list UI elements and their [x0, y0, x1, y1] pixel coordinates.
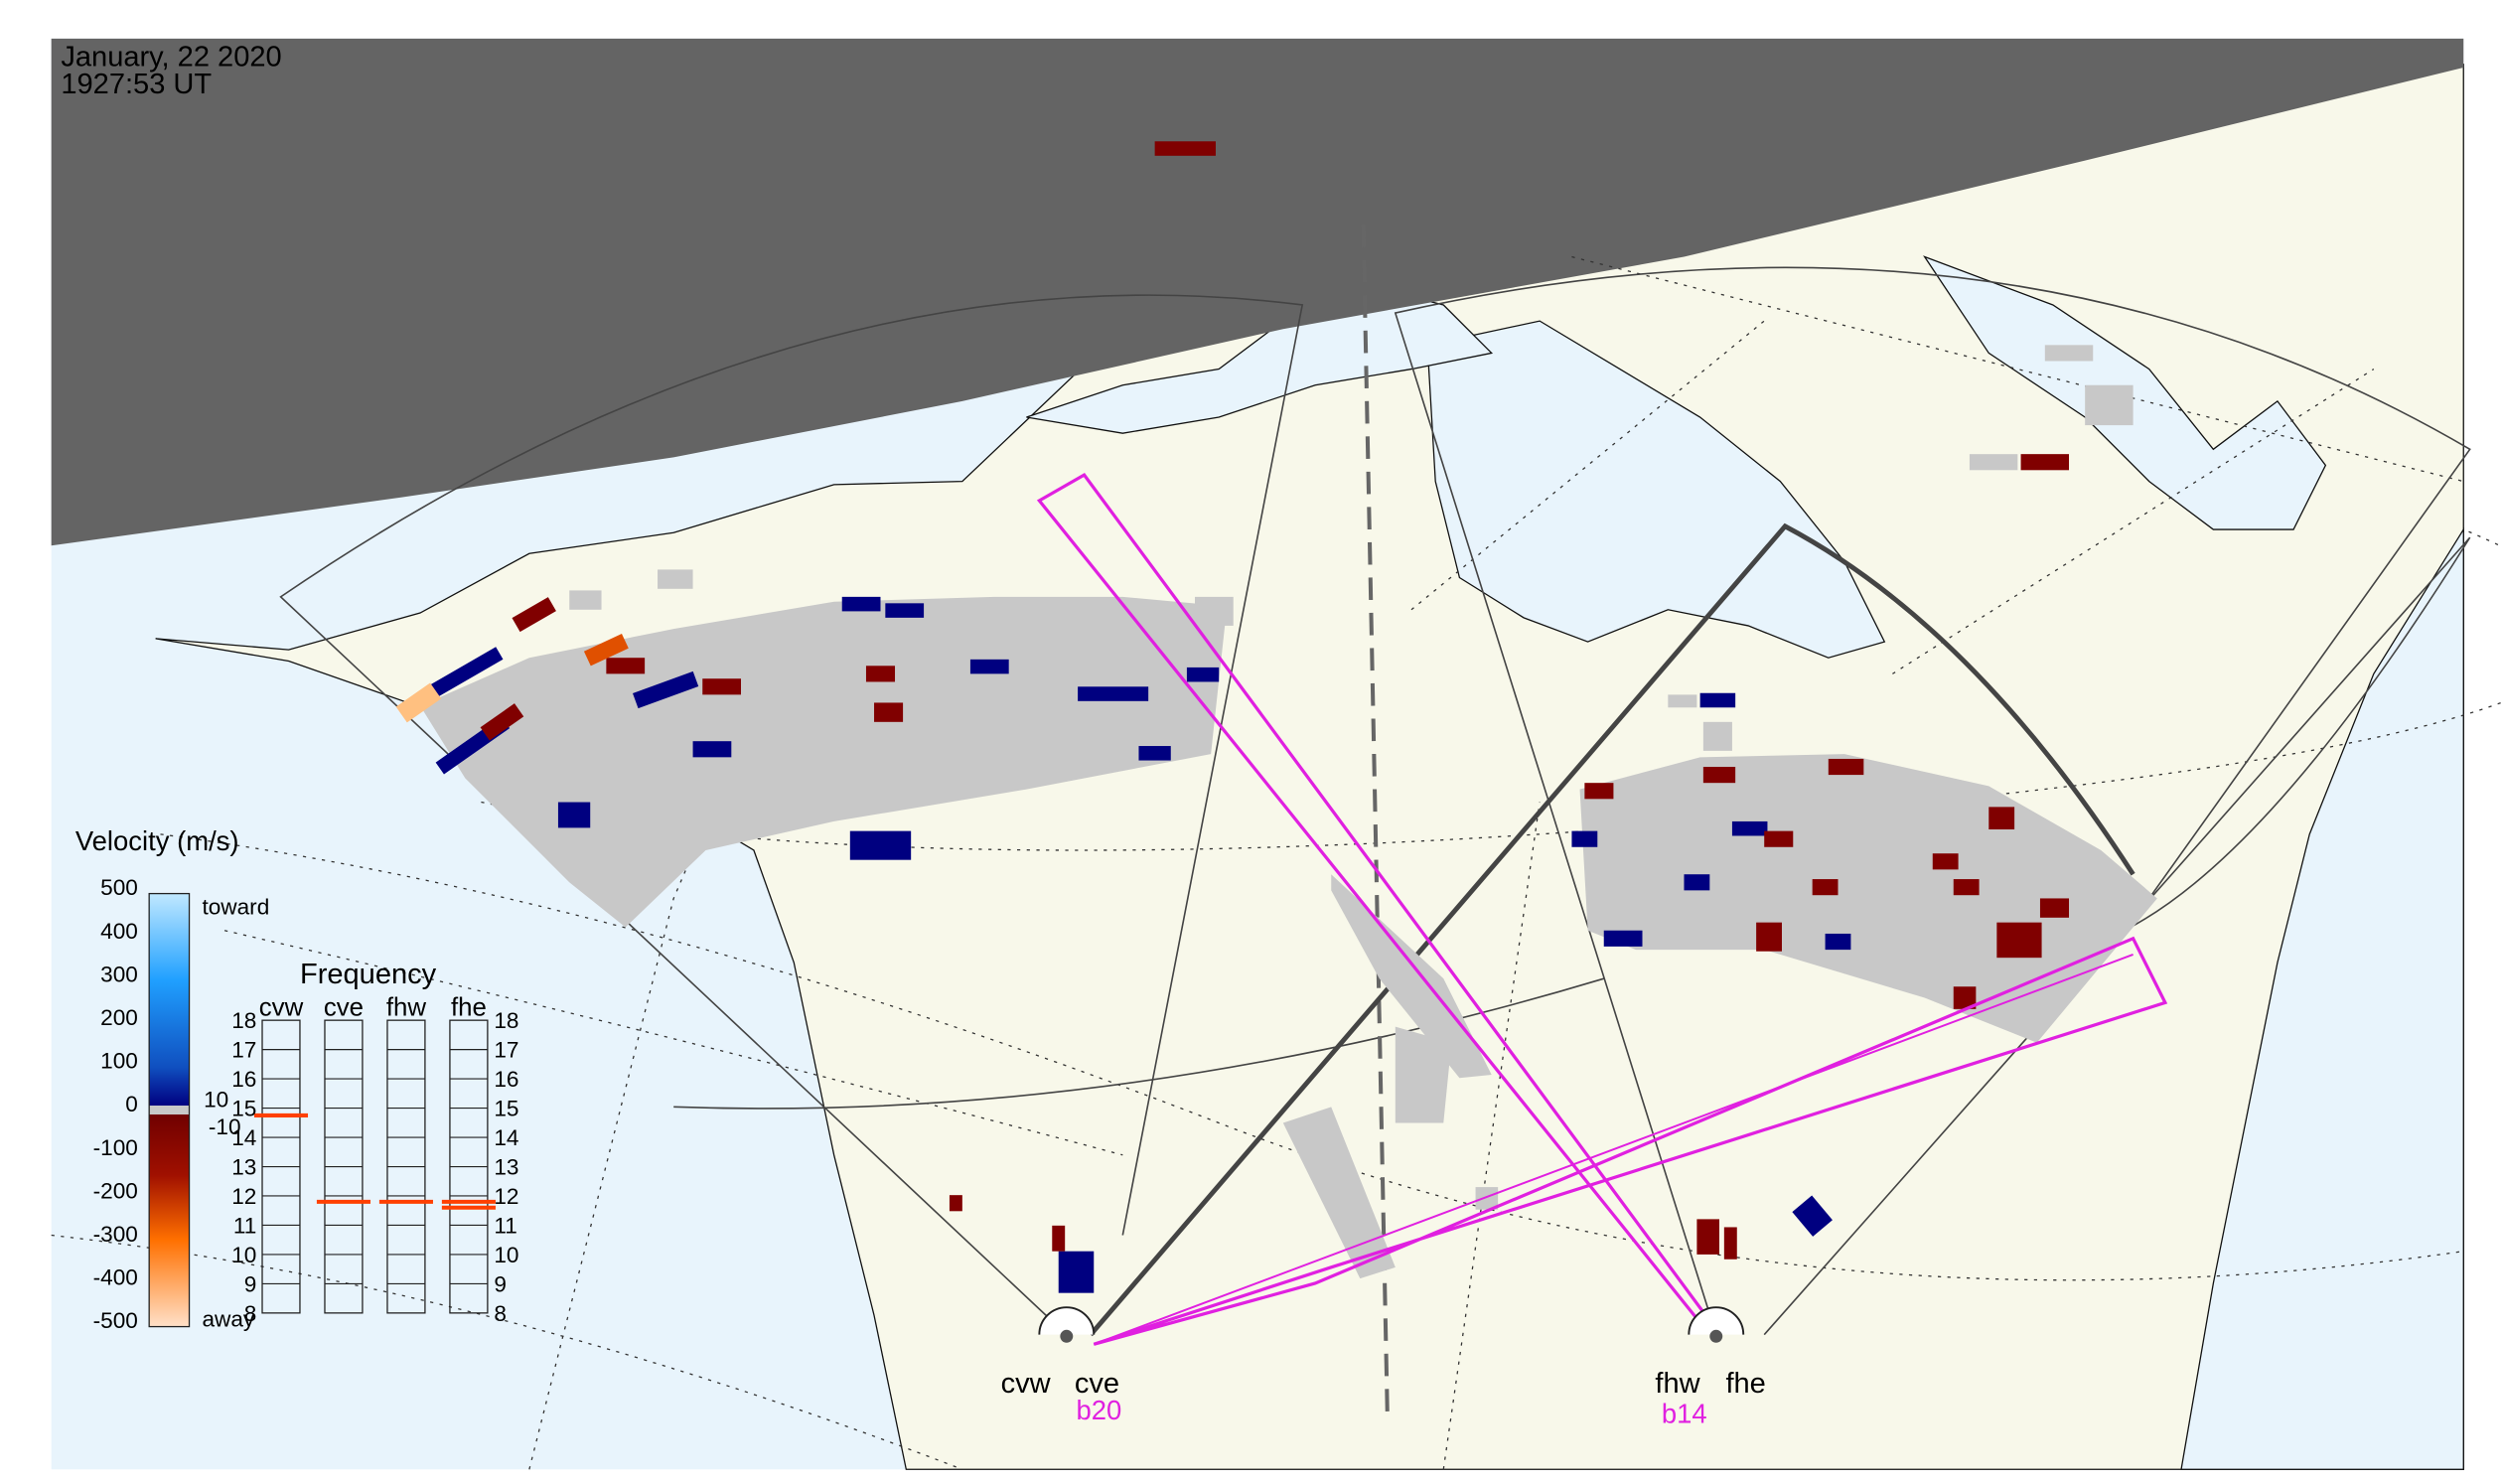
- velocity-tick: -100: [93, 1135, 138, 1160]
- frequency-column-label: cvw: [259, 993, 304, 1021]
- frequency-tick-right: 12: [494, 1184, 518, 1209]
- arctic-channels: [1026, 288, 1494, 434]
- frequency-tick-left: 8: [244, 1301, 257, 1326]
- frequency-column-label: fhw: [386, 993, 427, 1021]
- velocity-tick: 200: [100, 1005, 138, 1030]
- frequency-tick-right: 13: [494, 1155, 518, 1180]
- velocity-tick: 300: [100, 962, 138, 986]
- frequency-tick-left: 9: [244, 1271, 257, 1296]
- velocity-tick: 0: [125, 1092, 138, 1116]
- frequency-tick-right: 10: [494, 1243, 518, 1267]
- frequency-tick-left: 16: [231, 1067, 256, 1092]
- radar-site-west: [1038, 1306, 1096, 1343]
- atlantic: [2180, 526, 2464, 1470]
- beam-label-west: b20: [1076, 1395, 1121, 1425]
- frequency-column-label: cve: [324, 993, 364, 1021]
- frequency-tick-left: 12: [231, 1184, 256, 1209]
- frequency-tick-right: 8: [494, 1301, 507, 1326]
- frequency-tick-left: 11: [233, 1214, 256, 1239]
- radar-label-fhe: fhe: [1725, 1368, 1765, 1400]
- beam-label-east: b14: [1662, 1398, 1707, 1428]
- velocity-tick: 500: [100, 875, 138, 900]
- velocity-colorbar: [148, 892, 191, 1328]
- frequency-column-label: fhe: [451, 993, 487, 1021]
- radar-site-east: [1688, 1306, 1745, 1343]
- time-label: 1927:53 UT: [61, 69, 212, 100]
- velocity-tick: -400: [93, 1265, 138, 1290]
- fov-outline-highlighted: [1089, 522, 2135, 1337]
- hudson-bay: [1426, 320, 1886, 659]
- frequency-tick-right: 16: [494, 1067, 518, 1092]
- date-label: January, 22 2020: [61, 41, 281, 73]
- velocity-legend: Velocity (m/s) 500 400 300 200 100 0 -100 -200 -…: [75, 825, 269, 1333]
- away-label: away: [202, 1307, 254, 1332]
- frequency-tick-right: 14: [494, 1125, 518, 1150]
- frequency-tick-right: 11: [494, 1214, 516, 1239]
- ground-scatter-tick: 10: [204, 1087, 228, 1112]
- radar-marker-icon: [1060, 1329, 1074, 1343]
- toward-label: toward: [202, 895, 269, 920]
- radar-marker-icon: [1709, 1329, 1723, 1343]
- night-terminator: [51, 38, 2464, 546]
- frequency-tick-left: 18: [231, 1008, 256, 1033]
- frequency-legend-title: Frequency: [300, 959, 437, 990]
- velocity-legend-title: Velocity (m/s): [75, 825, 239, 856]
- frequency-tick-right: 15: [494, 1097, 518, 1121]
- radar-label-cve: cve: [1075, 1368, 1119, 1400]
- velocity-tick: 400: [100, 919, 138, 944]
- velocity-tick: -200: [93, 1178, 138, 1203]
- ground-scatter-tick: -10: [209, 1114, 241, 1139]
- velocity-tick: -500: [93, 1308, 138, 1333]
- frequency-tick-left: 15: [231, 1097, 256, 1121]
- dashed-meridian: [1361, 224, 1390, 1412]
- frequency-tick-left: 13: [231, 1155, 256, 1180]
- frequency-tick-right: 18: [494, 1008, 518, 1033]
- velocity-tick: -300: [93, 1222, 138, 1247]
- velocity-tick: 100: [100, 1049, 138, 1074]
- frequency-tick-left: 10: [231, 1243, 256, 1267]
- frequency-tick-left: 17: [231, 1038, 256, 1063]
- frequency-tick-right: 9: [494, 1271, 507, 1296]
- radar-label-cvw: cvw: [1001, 1368, 1052, 1400]
- velocity-cells: [395, 141, 2070, 1293]
- frequency-tick-right: 17: [494, 1038, 518, 1063]
- radar-label-fhw: fhw: [1655, 1368, 1700, 1400]
- frequency-tick-left: 14: [231, 1125, 256, 1150]
